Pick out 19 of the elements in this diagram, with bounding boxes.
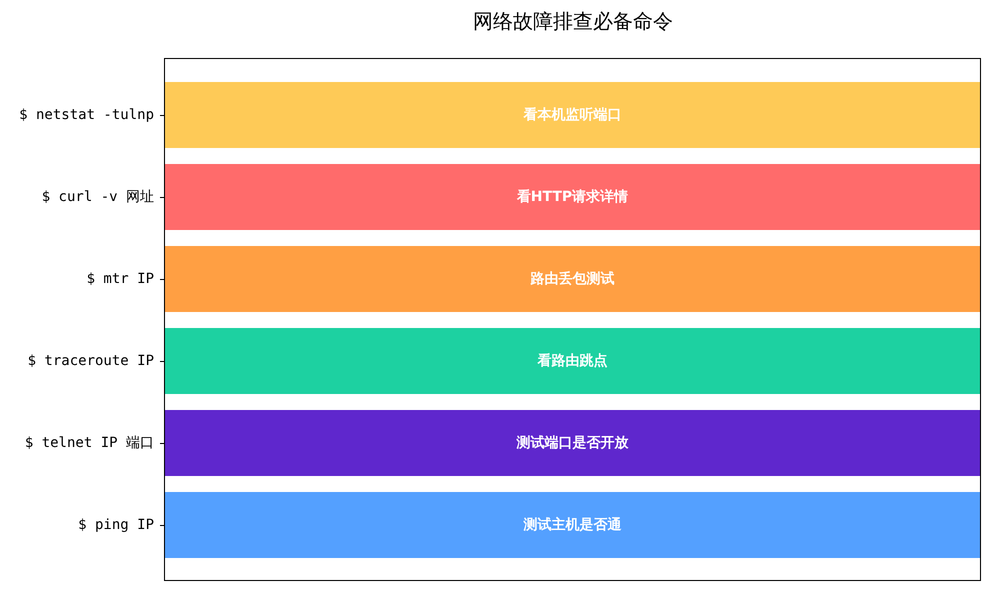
- command-label: $ netstat -tulnp: [19, 106, 154, 124]
- bar: [165, 82, 980, 148]
- bar-label: 看路由跳点: [538, 352, 608, 370]
- bar-label: 路由丢包测试: [530, 270, 614, 288]
- command-label: $ ping IP: [78, 516, 154, 534]
- bar-label: 看本机监听端口: [524, 106, 622, 124]
- bar: [165, 492, 980, 558]
- bar-label: 测试主机是否通: [524, 516, 622, 534]
- command-label: $ curl -v 网址: [42, 188, 154, 206]
- bar-label: 测试端口是否开放: [516, 434, 628, 452]
- command-label: $ traceroute IP: [28, 352, 154, 370]
- bar-label: 看HTTP请求详情: [516, 188, 628, 206]
- bar: [165, 410, 980, 476]
- command-label: $ mtr IP: [86, 270, 154, 288]
- chart-title: 网络故障排查必备命令: [472, 8, 674, 35]
- command-label: $ telnet IP 端口: [24, 434, 154, 452]
- bar: [165, 246, 980, 312]
- bar: [165, 328, 980, 394]
- bar: [165, 164, 980, 230]
